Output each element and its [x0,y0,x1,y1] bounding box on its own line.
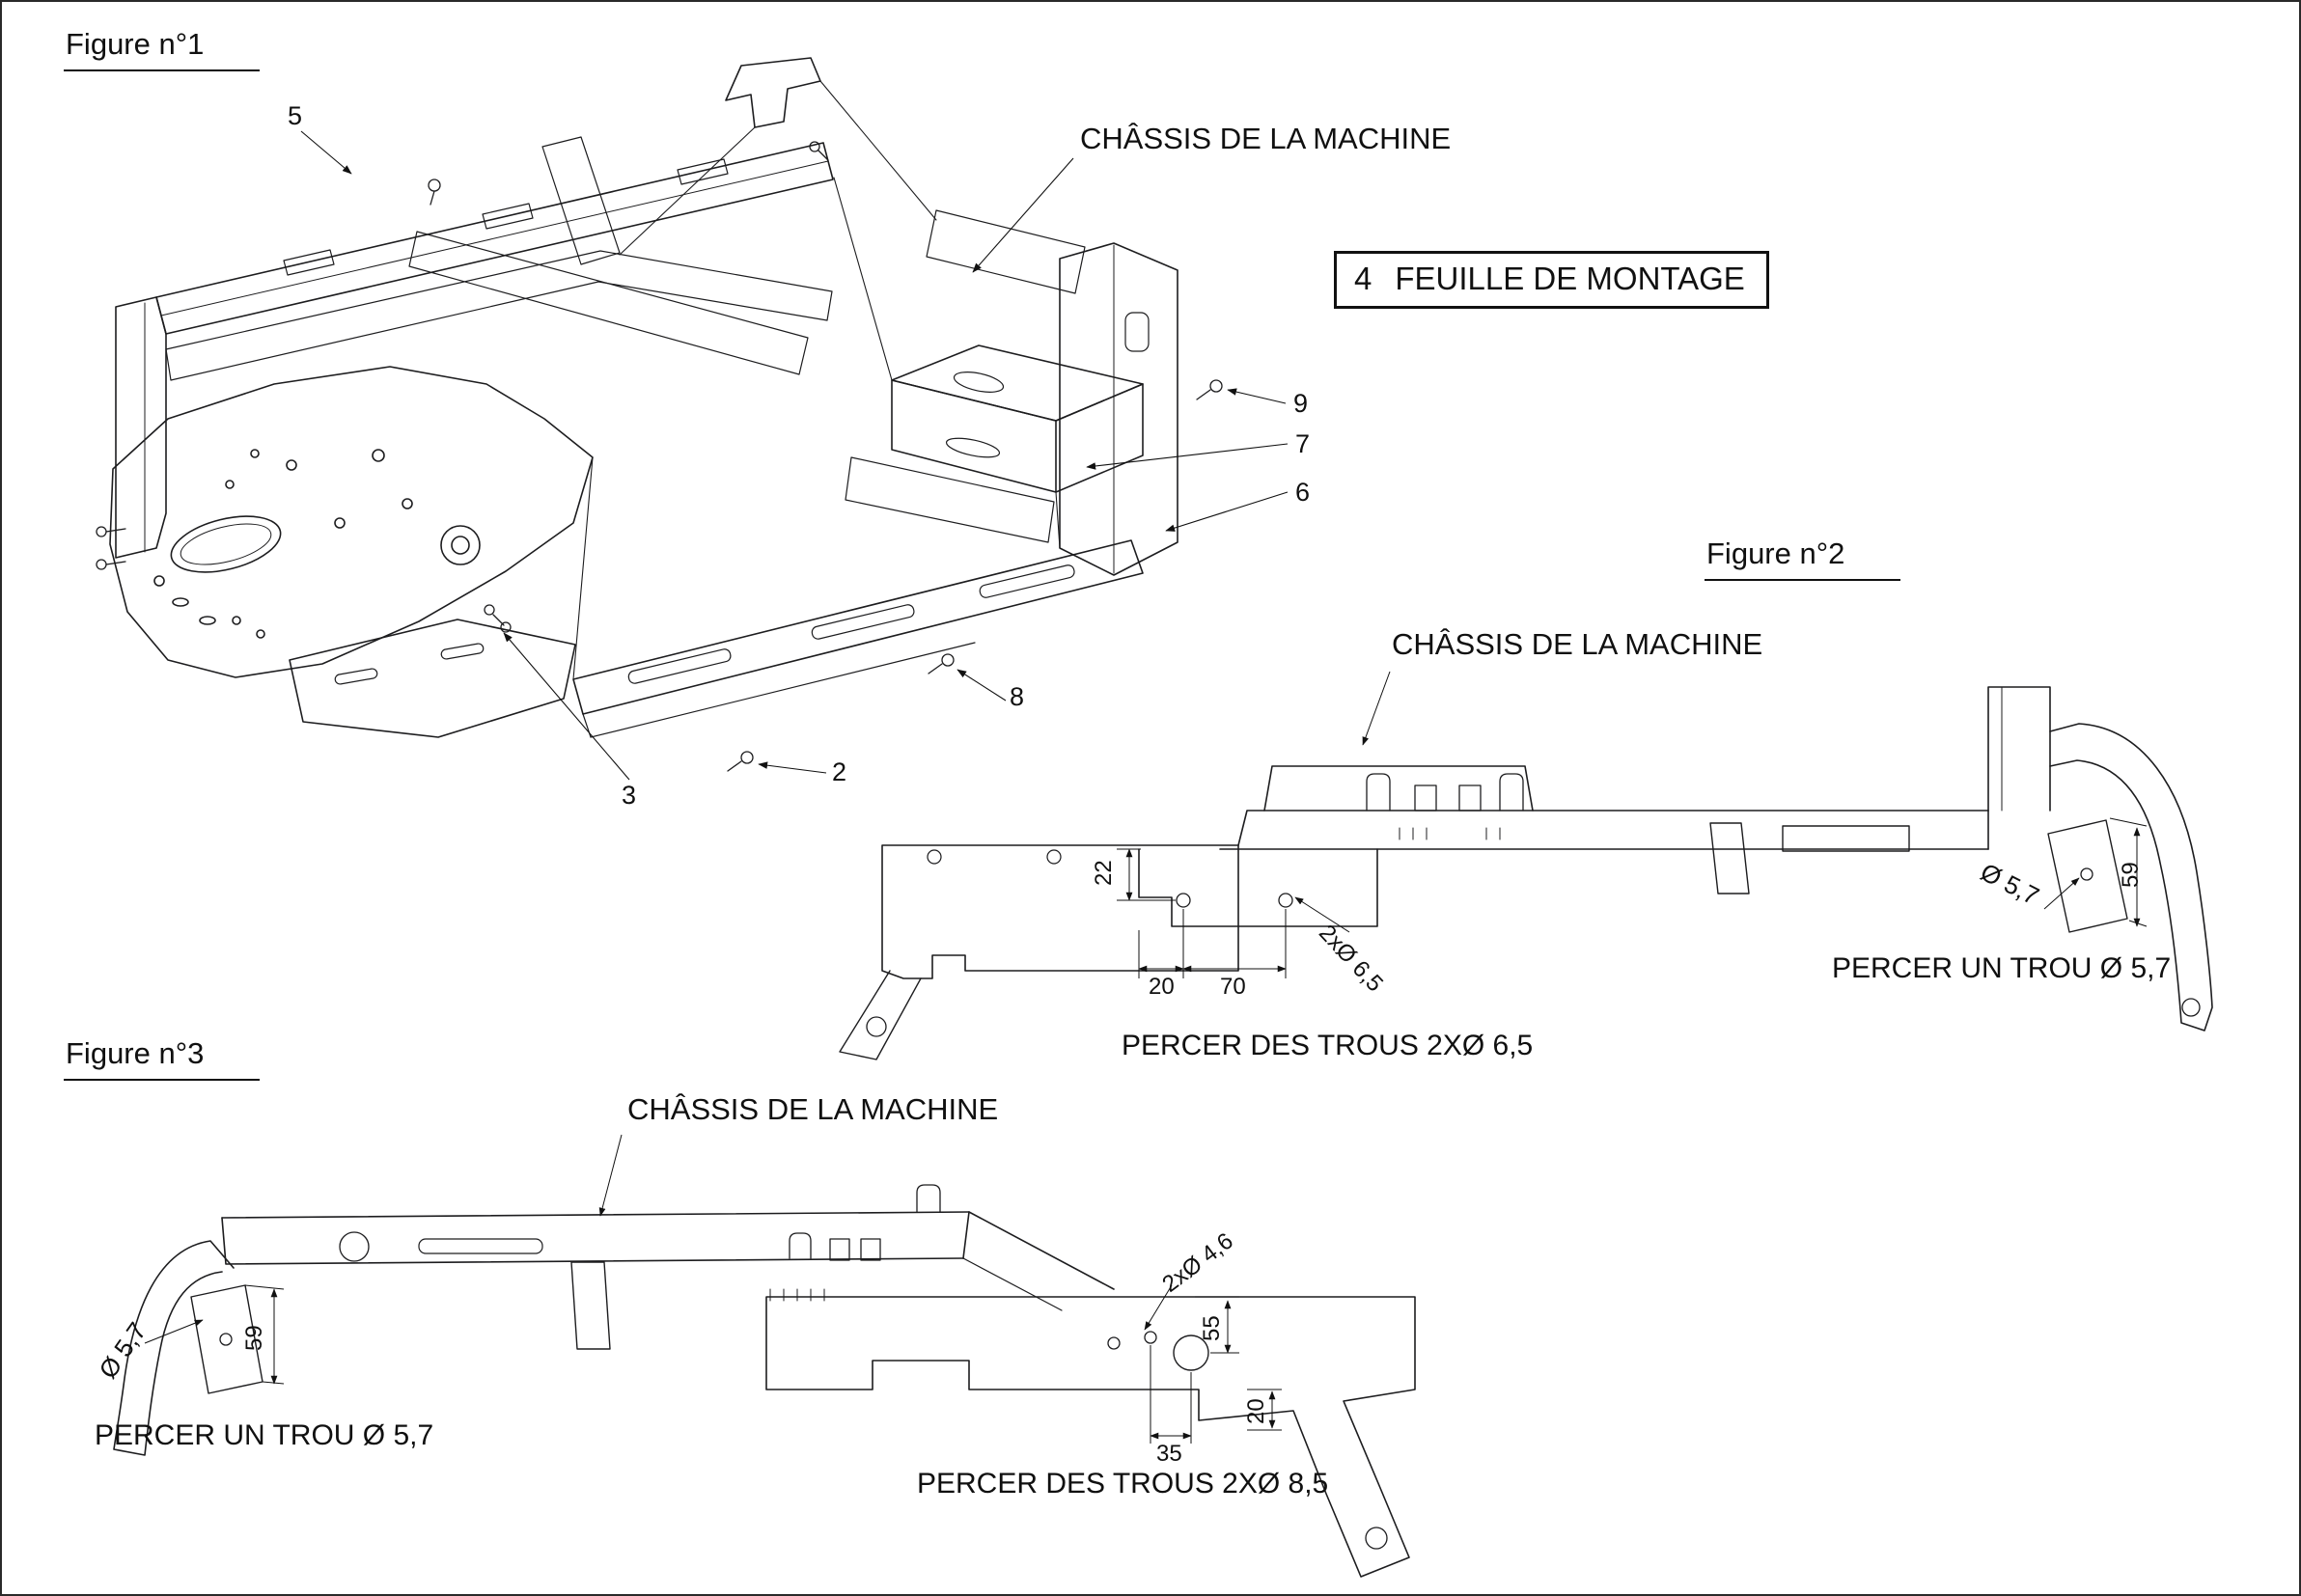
figure2-title: Figure n°2 [1705,537,1901,581]
callout-2: 2 [832,757,847,786]
figure2-dim-59: 59 [2117,862,2144,888]
callout-6: 6 [1295,478,1311,507]
figure1-title: Figure n°1 [64,28,261,71]
figure2-dim-70: 70 [1220,974,1246,1000]
callout-9: 9 [1293,389,1309,418]
figure3-dim-20: 20 [1242,1398,1269,1424]
figure3-dim-55: 55 [1198,1315,1225,1341]
callout-7: 7 [1295,429,1311,458]
figure2-dim-20: 20 [1149,974,1175,1000]
callout-3: 3 [622,781,637,810]
figure1-chassis-label: CHÂSSIS DE LA MACHINE [1080,122,1452,155]
figure2-note-holes: PERCER DES TROUS 2XØ 6,5 [1122,1030,1534,1061]
figure2-note-hole: PERCER UN TROU Ø 5,7 [1832,952,2172,984]
figure3-title: Figure n°3 [64,1037,261,1081]
montage-sheet-box: 4 FEUILLE DE MONTAGE [1334,251,1769,309]
figure3-dimensions [144,1134,1282,1444]
montage-label: FEUILLE DE MONTAGE [1395,261,1745,296]
figure3-linework [113,1184,1416,1578]
callout-8: 8 [1010,682,1025,711]
figure3-chassis-label: CHÂSSIS DE LA MACHINE [627,1092,999,1126]
figure3-dim-59: 59 [240,1325,267,1351]
figure1-linework [96,57,1223,772]
callout-5: 5 [288,101,303,130]
figure2-dimensions [1117,671,2148,978]
figure3-note-hole: PERCER UN TROU Ø 5,7 [95,1419,434,1451]
montage-number: 4 [1354,261,1372,296]
figure2-linework [839,686,2213,1060]
figure3-note-holes: PERCER DES TROUS 2XØ 8,5 [917,1468,1329,1500]
figure3-dim-35: 35 [1156,1441,1182,1467]
figure2-dim-22: 22 [1090,860,1117,886]
figure2-chassis-label: CHÂSSIS DE LA MACHINE [1392,627,1763,661]
figure1-leaders [300,130,1289,781]
